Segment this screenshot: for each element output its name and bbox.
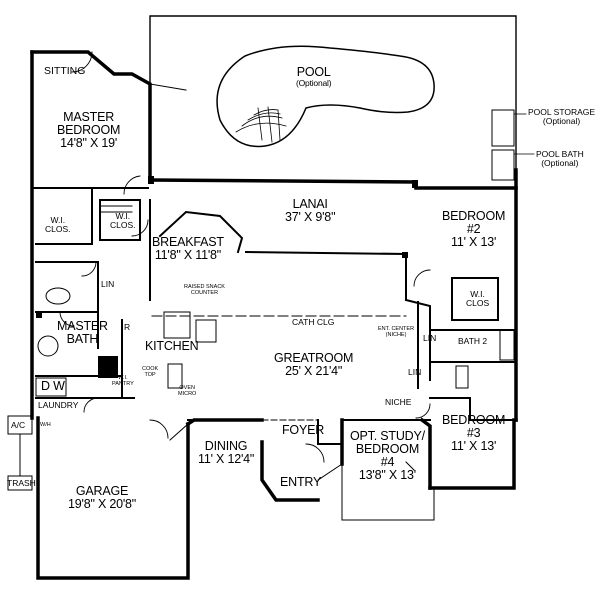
label-pool: POOL (Optional) [296, 65, 332, 89]
wi-clos-left-line1: W.I. [50, 215, 66, 225]
label-foyer: FOYER [282, 423, 325, 437]
label-trash: TRASH [7, 478, 36, 488]
master-bedroom-line2: BEDROOM [57, 123, 121, 138]
bedroom3-dims: 11' X 13' [451, 439, 497, 454]
label-ac: A/C [11, 420, 26, 430]
garage-dims: 19'8" X 20'8" [68, 497, 137, 512]
label-bedroom2: BEDROOM #2 11' X 13' [442, 209, 506, 250]
label-lanai: LANAI 37' X 9'8" [285, 197, 336, 225]
bedroom2-line1: BEDROOM [442, 209, 506, 223]
pool-steps [235, 106, 287, 143]
lanai-name: LANAI [292, 197, 328, 211]
label-r-mark: R [124, 322, 131, 332]
label-lin-left: LIN [101, 279, 115, 289]
label-garage: GARAGE 19'8" X 20'8" [68, 484, 137, 512]
label-cath-clg: CATH CLG [292, 317, 335, 327]
label-niche: NICHE [385, 397, 412, 407]
pool-storage-note: (Optional) [542, 115, 581, 126]
label-dw: D W [41, 379, 65, 393]
label-ent-center: ENT. CENTER (NICHE) [378, 326, 414, 338]
bedroom3-line2: #3 [466, 426, 481, 441]
label-oven-micro: OVEN MICRO [178, 385, 196, 397]
pool-deck-edge [149, 83, 187, 91]
wi-clos-bed2-line1: W.I. [470, 289, 485, 299]
label-breakfast: BREAKFAST 11'8" X 11'8" [152, 235, 224, 263]
pool-bath-note: (Optional) [541, 157, 579, 168]
label-wi-clos-left: W.I. CLOS. [45, 216, 71, 234]
label-bath2: BATH 2 [458, 336, 488, 346]
pool-deck-outline [149, 15, 517, 173]
raised-snack-line1: RAISED SNACK [184, 284, 225, 290]
pool-shape [216, 45, 435, 148]
label-pool-bath: POOL BATH (Optional) [536, 150, 584, 168]
oven-micro-line1: OVEN [179, 385, 195, 391]
bedroom2-line2: #2 [466, 222, 481, 237]
cook-top-line1: COOK [142, 366, 159, 372]
garage-name: GARAGE [75, 484, 129, 498]
wall-posts [36, 176, 418, 378]
pool-storage-name: POOL STORAGE [528, 107, 596, 117]
lanai-dims: 37' X 9'8" [285, 210, 336, 225]
label-opt-study: OPT. STUDY/ BEDROOM #4 13'8" X 13' [350, 429, 425, 483]
wi-clos-mid-line2: CLOS. [110, 219, 136, 230]
label-raised-snack: RAISED SNACK COUNTER [184, 284, 225, 296]
opt-study-line2: BEDROOM [355, 442, 420, 457]
master-bath-line1: MASTER [57, 319, 108, 333]
opt-study-line1: OPT. STUDY/ [350, 429, 425, 443]
label-wi-clos-bed2: W.I. CLOS [466, 290, 489, 308]
wi-clos-mid-line1: W.I. [115, 211, 131, 221]
detail-lines [7, 109, 515, 521]
label-dining: DINING 11' X 12'4" [198, 439, 255, 467]
breakfast-name: BREAKFAST [152, 235, 224, 249]
wi-pantry-line2: PANTRY [112, 381, 134, 388]
door-swings [59, 51, 431, 463]
pool-bath-name: POOL BATH [536, 149, 584, 159]
label-sitting: SITTING [44, 65, 86, 77]
bedroom3-line1: BEDROOM [442, 413, 506, 427]
greatroom-name: GREATROOM [274, 351, 354, 365]
master-bath-line2: BATH [66, 332, 99, 347]
label-wi-clos-mid: W.I. CLOS. [110, 212, 136, 230]
greatroom-dims: 25' X 21'4" [285, 364, 343, 379]
master-bedroom-line1: MASTER [63, 110, 115, 124]
label-bedroom3: BEDROOM #3 11' X 13' [442, 413, 506, 454]
pool-name: POOL [296, 65, 331, 79]
opt-study-line3: #4 [380, 455, 395, 470]
breakfast-dims: 11'8" X 11'8" [154, 248, 222, 263]
opt-study-dims: 13'8" X 13' [358, 468, 416, 483]
wi-clos-bed2-line2: CLOS [466, 297, 490, 308]
label-master-bath: MASTER BATH [57, 319, 108, 347]
label-entry: ENTRY [280, 475, 322, 489]
wi-clos-left-line2: CLOS. [45, 223, 71, 234]
label-laundry: LAUNDRY [38, 400, 79, 410]
dining-dims: 11' X 12'4" [198, 452, 255, 467]
wi-pantry-line1: W.I. [118, 375, 128, 381]
label-lin-right1: LIN [423, 333, 437, 343]
cook-top-line2: TOP [144, 372, 156, 379]
label-pool-storage: POOL STORAGE (Optional) [528, 108, 595, 126]
label-greatroom: GREATROOM 25' X 21'4" [274, 351, 354, 379]
oven-micro-line2: MICRO [178, 391, 197, 398]
dining-name: DINING [204, 439, 248, 453]
ent-center-line2: (NICHE) [385, 332, 407, 339]
label-lin-right2: LIN [408, 367, 422, 377]
leader-lines [513, 113, 535, 155]
ent-center-line1: ENT. CENTER [378, 326, 415, 332]
label-master-bedroom: MASTER BEDROOM 14'8" X 19' [57, 110, 121, 151]
bedroom2-dims: 11' X 13' [451, 235, 497, 250]
label-cook-top: COOK TOP [142, 366, 158, 378]
pool-note: (Optional) [296, 78, 332, 89]
label-wh: W/H [40, 422, 51, 428]
label-kitchen: KITCHEN [145, 339, 199, 353]
label-wi-pantry: W.I. PANTRY [112, 375, 134, 387]
raised-snack-line2: COUNTER [190, 290, 219, 297]
master-bedroom-dims: 14'8" X 19' [60, 136, 118, 151]
